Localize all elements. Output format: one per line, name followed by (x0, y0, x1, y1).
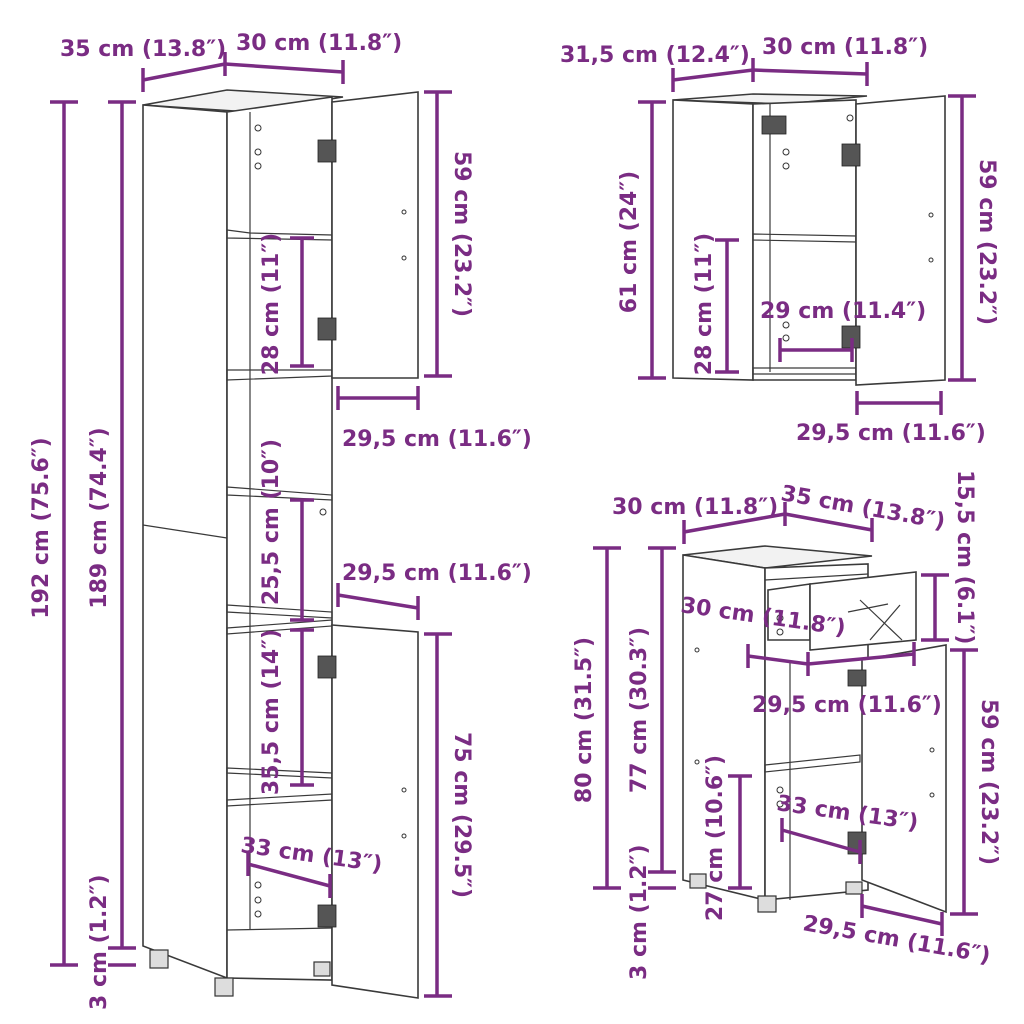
tall-lower-door-height-label: 75 cm (29.5″) (449, 732, 474, 898)
tall-cabinet-drawing (142, 89, 419, 999)
tall-cabinet-side-panel (142, 104, 228, 980)
wall-door-height-label: 59 cm (23.2″) (974, 159, 999, 325)
tall-upper-shelf-gap-label: 28 cm (11″) (259, 233, 284, 375)
drawer-total-height-label: 80 cm (31.5″) (572, 637, 597, 803)
hinge-icon (761, 115, 787, 135)
tall-cabinet-upper-door (331, 91, 419, 379)
hinge-icon (847, 669, 867, 687)
wall-inner-width-label: 29 cm (11.4″) (760, 299, 926, 324)
tall-cabinet-foot (214, 977, 234, 997)
wall-height-label: 61 cm (24″) (617, 171, 642, 313)
drawer-cabinet-door (861, 644, 947, 914)
drawer-front-width-label: 29,5 cm (11.6″) (752, 693, 942, 718)
drawer-door-height-label: 59 cm (23.2″) (976, 699, 1001, 865)
wall-cabinet-dimensions (638, 58, 976, 415)
tall-leg-height-label: 3 cm (1.2″) (87, 874, 112, 1010)
drawer-width-label: 30 cm (11.8″) (612, 495, 778, 520)
drawer-door-width-label: 29,5 cm (11.6″) (801, 911, 992, 969)
tall-cabinet-foot (149, 949, 169, 969)
drawer-cabinet-drawing (682, 545, 947, 914)
drawer-cabinet-dimensions (593, 502, 978, 936)
tall-body-height-label: 189 cm (74.4″) (87, 427, 112, 608)
tall-upper-door-height-label: 59 cm (23.2″) (449, 151, 474, 317)
wall-depth-label: 31,5 cm (12.4″) (560, 43, 750, 68)
wall-cabinet-door (855, 95, 946, 386)
tall-lower-gap-label: 35,5 cm (14″) (259, 629, 284, 795)
wall-cabinet-drawing (672, 93, 946, 386)
tall-middle-door-width-label: 29,5 cm (11.6″) (342, 561, 532, 586)
wall-door-width-label: 29,5 cm (11.6″) (796, 421, 986, 446)
wall-cabinet-labels: 31,5 cm (12.4″) 30 cm (11.8″) 61 cm (24″… (560, 35, 999, 446)
wall-shelf-gap-label: 28 cm (11″) (692, 233, 717, 375)
drawer-height-label: 15,5 cm (6.1″) (952, 470, 977, 644)
hinge-icon (317, 655, 337, 679)
wall-width-label: 30 cm (11.8″) (762, 35, 928, 60)
hinge-icon (317, 317, 337, 341)
wall-cabinet-top (672, 93, 868, 105)
drawer-cabinet-foot (689, 873, 707, 889)
tall-cabinet-dimensions (50, 52, 452, 998)
tall-upper-door-width-label: 29,5 cm (11.6″) (342, 427, 532, 452)
hinge-icon (317, 904, 337, 928)
tall-width-label: 30 cm (11.8″) (236, 31, 402, 56)
hinge-icon (317, 139, 337, 163)
drawer-shelf-gap-label: 27 cm (10.6″) (703, 755, 728, 921)
tall-middle-gap-label: 25,5 cm (10″) (259, 439, 284, 605)
tall-cabinet-labels: 35 cm (13.8″) 30 cm (11.8″) 192 cm (75.6… (29, 31, 532, 1010)
tall-total-height-label: 192 cm (75.6″) (29, 437, 54, 618)
tall-cabinet-foot (313, 961, 331, 977)
drawer-body-height-label: 77 cm (30.3″) (627, 627, 652, 793)
drawer-leg-height-label: 3 cm (1.2″) (627, 844, 652, 980)
tall-depth-label: 35 cm (13.8″) (60, 37, 226, 62)
tall-cabinet-lower-door (331, 624, 419, 999)
drawer-front (809, 571, 917, 651)
tall-cabinet-top (142, 89, 344, 113)
hinge-icon (841, 143, 861, 167)
drawer-cabinet-foot (757, 895, 777, 913)
drawer-cabinet-foot (845, 881, 863, 895)
